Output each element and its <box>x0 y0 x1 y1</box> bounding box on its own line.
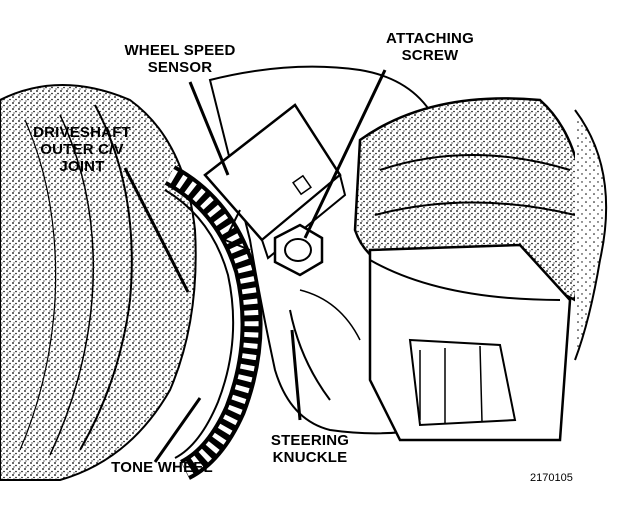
label-driveshaft-line3: JOINT <box>59 158 105 175</box>
leader-lines <box>123 69 387 463</box>
label-driveshaft-cv-joint: DRIVESHAFT OUTER C/V JOINT <box>22 124 142 175</box>
label-driveshaft-line1: DRIVESHAFT <box>33 124 131 141</box>
label-driveshaft-line2: OUTER C/V <box>40 141 124 158</box>
figure-number: 2170105 <box>530 472 573 484</box>
leader-attaching-screw <box>303 69 387 239</box>
driveshaft-cv-joint <box>0 84 197 481</box>
label-steering-knuckle: STEERING KNUCKLE <box>250 432 370 466</box>
label-steering-knuckle-line2: KNUCKLE <box>272 449 348 466</box>
leader-wheel-speed-sensor <box>188 81 230 176</box>
label-wheel-speed-sensor: WHEEL SPEED SENSOR <box>110 42 250 76</box>
label-steering-knuckle-line1: STEERING <box>270 432 350 449</box>
leader-driveshaft <box>123 167 190 293</box>
tone-wheel <box>164 165 263 480</box>
leader-tone-wheel <box>153 397 202 463</box>
label-tone-wheel: TONE WHEEL <box>92 459 232 476</box>
hub-assembly <box>353 97 608 442</box>
leader-steering-knuckle <box>290 329 302 421</box>
attaching-screw <box>273 223 324 277</box>
label-tone-wheel-text: TONE WHEEL <box>111 459 213 476</box>
label-wheel-speed-sensor-line2: SENSOR <box>147 59 213 76</box>
label-attaching-screw-line2: SCREW <box>401 47 459 64</box>
label-attaching-screw-line1: ATTACHING <box>386 30 474 47</box>
label-wheel-speed-sensor-line1: WHEEL SPEED <box>124 42 236 59</box>
label-attaching-screw: ATTACHING SCREW <box>365 30 495 64</box>
